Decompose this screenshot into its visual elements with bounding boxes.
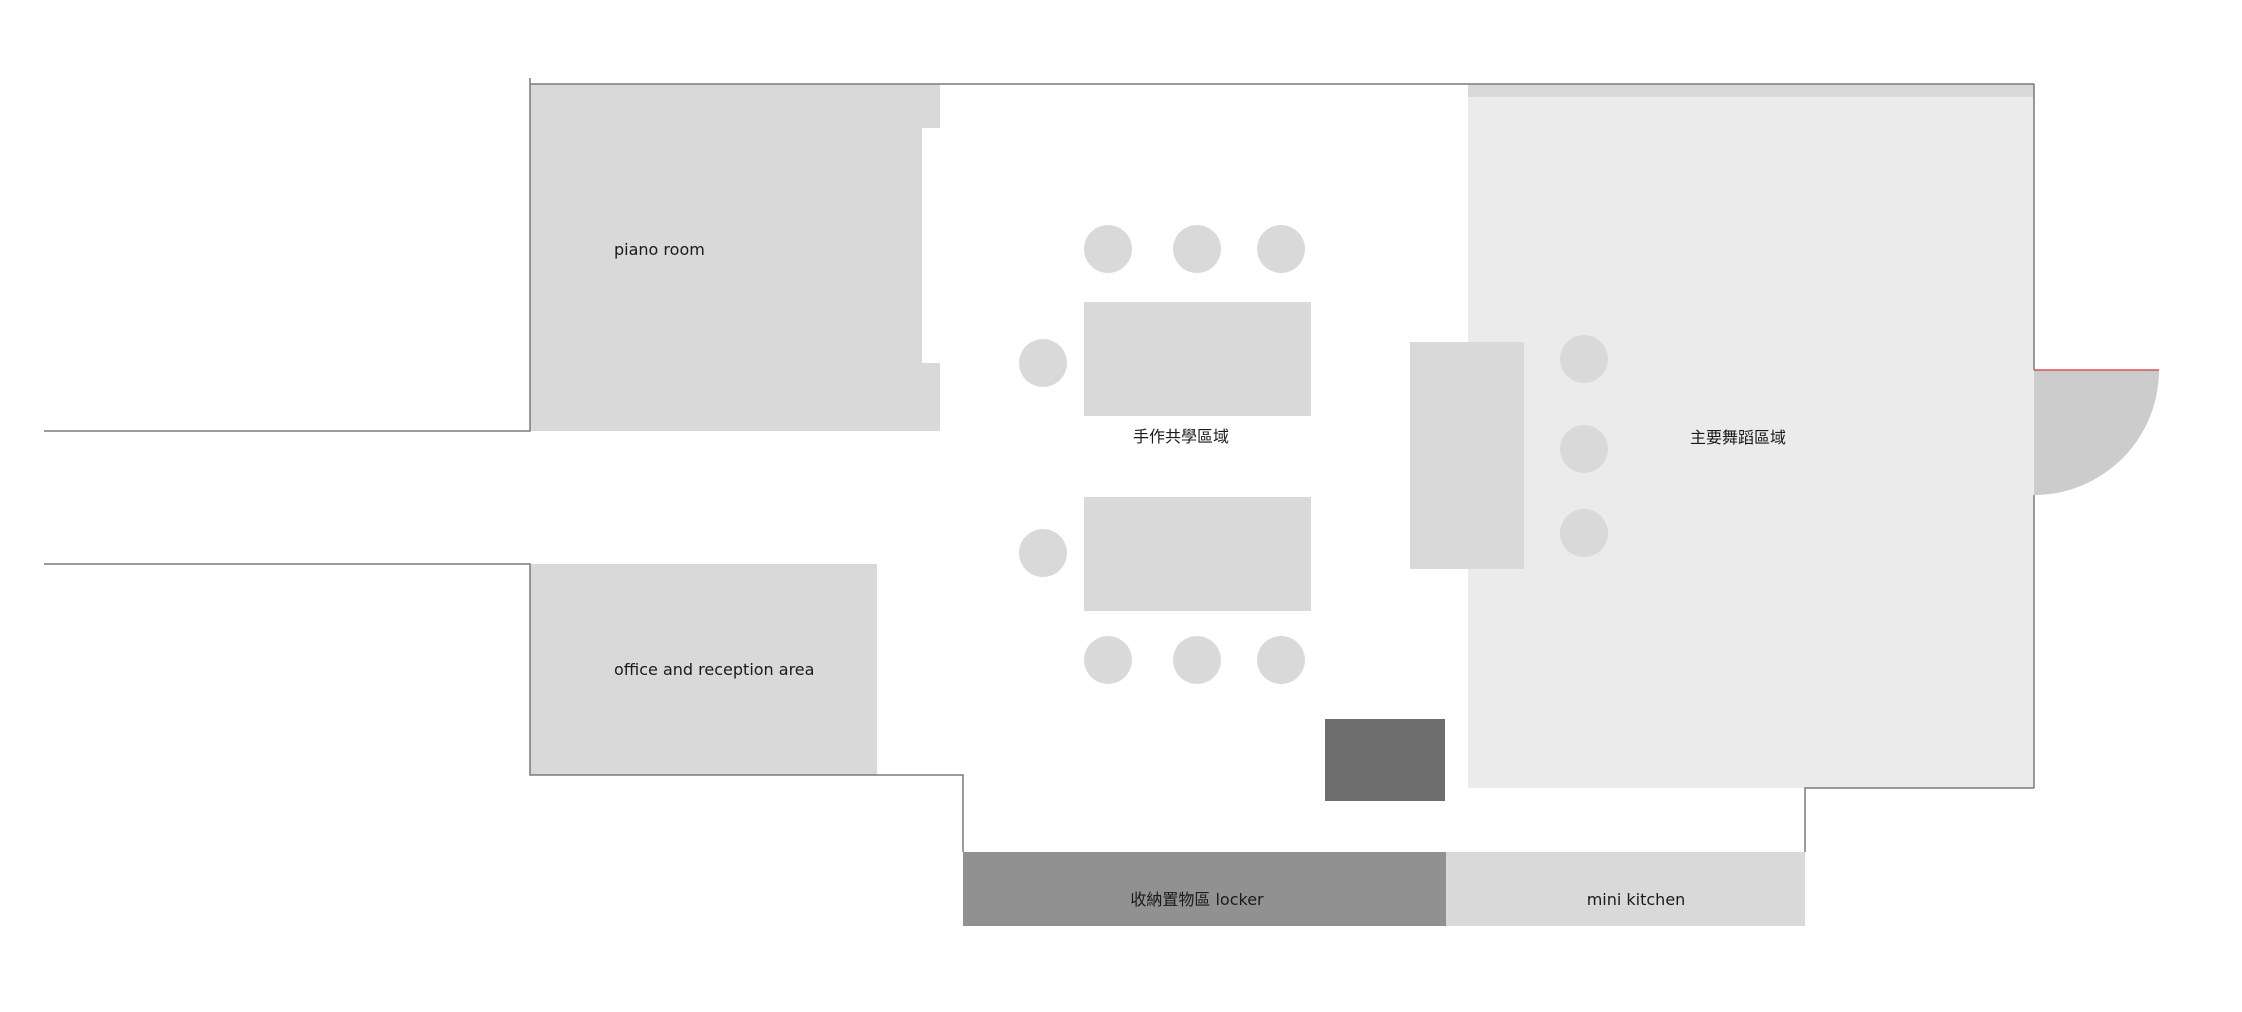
dance-area-floor[interactable] (1468, 84, 2034, 788)
craft-table-top[interactable] (1084, 302, 1311, 416)
stool (1084, 636, 1132, 684)
kitchen-label: mini kitchen (1587, 890, 1686, 909)
stool (1257, 225, 1305, 273)
piano-room-label: piano room (614, 240, 705, 259)
craft-table-bottom[interactable] (1084, 497, 1311, 611)
locker-area[interactable] (963, 852, 1446, 926)
stool (1084, 225, 1132, 273)
stool (1019, 339, 1067, 387)
locker-label: 收納置物區 locker (1130, 890, 1264, 909)
stool (1560, 509, 1608, 557)
stool (1019, 529, 1067, 577)
dark-storage-block[interactable] (1325, 719, 1445, 801)
office-reception-room[interactable] (530, 564, 877, 775)
stool (1257, 636, 1305, 684)
stool (1560, 335, 1608, 383)
office-label: office and reception area (614, 660, 814, 679)
stool (1173, 225, 1221, 273)
dance-area-bench[interactable] (1410, 342, 1524, 569)
stool (1173, 636, 1221, 684)
wall-bottom-right (1804, 787, 2034, 852)
craft-area-label: 手作共學區域 (1133, 427, 1229, 446)
mini-kitchen[interactable] (1446, 852, 1805, 926)
piano-room[interactable] (530, 84, 940, 431)
dance-area-label: 主要舞蹈區域 (1690, 428, 1786, 447)
corridor-wall-bottom (44, 563, 964, 852)
stool (1560, 425, 1608, 473)
dance-area-top-strip (1468, 84, 2034, 97)
corridor-wall-top (44, 78, 531, 432)
door-swing[interactable] (2034, 370, 2159, 495)
